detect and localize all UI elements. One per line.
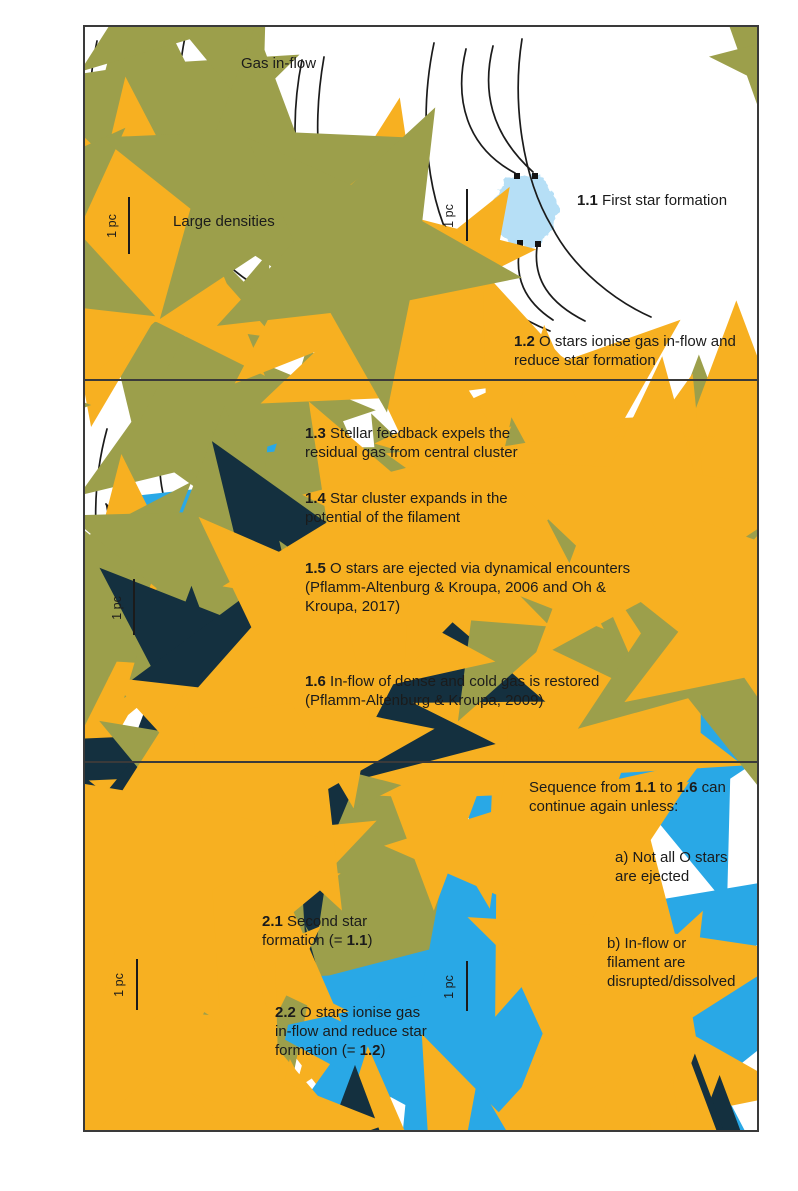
step-text: ): [367, 931, 373, 949]
step-number: 1.6: [305, 673, 326, 690]
filament-curve: [487, 45, 534, 173]
heading-text: can continue again unless:: [529, 779, 726, 815]
label-step-1-6: 1.6 In-flow of dense and cold gas is res…: [305, 673, 655, 711]
diagram-canvas: 1 pc 1 pc 1 pc 1 pc 1 pc: [85, 27, 757, 1130]
scale-label: 1 pc: [112, 973, 126, 997]
figure-frame: 1 pc 1 pc 1 pc 1 pc 1 pc Gas in-flow Lar…: [83, 25, 759, 1132]
star-icon: [564, 27, 757, 152]
step-text: O stars are ejected via dynamical encoun…: [305, 560, 631, 615]
square-mark: [532, 173, 538, 179]
step-ref: 1.2: [359, 1041, 381, 1059]
scale-label: 1 pc: [442, 204, 456, 228]
label-option-a: a) Not all O stars are ejected: [615, 849, 728, 885]
step-text: Star cluster expands in the potential of…: [305, 490, 508, 526]
scale-label: 1 pc: [110, 596, 124, 620]
filament-curve: [460, 48, 516, 174]
square-mark: [514, 173, 520, 179]
scale-bars: [128, 189, 468, 1011]
label-step-1-2: 1.2 O stars ionise gas in-flow and reduc…: [514, 333, 749, 371]
panel-divider-2: [85, 761, 757, 763]
heading-text: Sequence from: [529, 779, 635, 796]
step-number: 1.4: [305, 490, 326, 507]
step-number: 1.1: [577, 192, 598, 209]
filament-curve: [535, 246, 586, 322]
square-mark: [517, 240, 523, 246]
step-number: 2.2: [275, 1004, 296, 1021]
label-step-1-4: 1.4 Star cluster expands in the potentia…: [305, 490, 555, 528]
label-step-1-3: 1.3 Stellar feedback expels the residual…: [305, 425, 555, 463]
scale-label: 1 pc: [442, 975, 456, 999]
label-large-densities: Large densities: [173, 213, 275, 230]
heading-text: to: [655, 779, 677, 796]
panel-divider-1: [85, 379, 757, 381]
filament-curve: [517, 38, 652, 318]
label-step-2-1: 2.1 Second star formation (= 1.1): [262, 913, 390, 951]
step-number: 2.1: [262, 913, 283, 930]
label-option-b: b) In-flow or filament are disrupted/dis…: [607, 935, 736, 990]
step-number: 1.3: [305, 425, 326, 442]
step-number: 1.2: [514, 333, 535, 350]
scale-label: 1 pc: [105, 214, 119, 238]
step-ref: 1.1: [634, 779, 656, 796]
label-step-1-1: 1.1 First star formation: [577, 192, 757, 211]
square-mark: [535, 241, 541, 247]
label-gas-inflow: Gas in-flow: [241, 55, 317, 72]
step-text: O stars ionise gas in-flow and reduce st…: [275, 1004, 427, 1059]
step-text: First star formation: [597, 192, 728, 209]
step-ref: 1.1: [346, 931, 368, 949]
label-sequence-note: Sequence from 1.1 to 1.6 can continue ag…: [529, 779, 759, 817]
step-text: Stellar feedback expels the residual gas…: [305, 425, 518, 461]
step-ref: 1.6: [676, 779, 698, 796]
generated-diagram: [85, 27, 757, 1130]
step-text: ): [380, 1041, 386, 1059]
label-step-1-5: 1.5 O stars are ejected via dynamical en…: [305, 560, 660, 617]
label-step-2-2: 2.2 O stars ionise gas in-flow and reduc…: [275, 1004, 437, 1061]
step-text: In-flow of dense and cold gas is restore…: [305, 673, 600, 709]
step-number: 1.5: [305, 560, 326, 577]
step-text: Second star formation (=: [262, 913, 368, 949]
step-text: O stars ionise gas in-flow and reduce st…: [514, 333, 736, 369]
scale-bar-labels: 1 pc 1 pc 1 pc 1 pc 1 pc: [105, 204, 456, 999]
